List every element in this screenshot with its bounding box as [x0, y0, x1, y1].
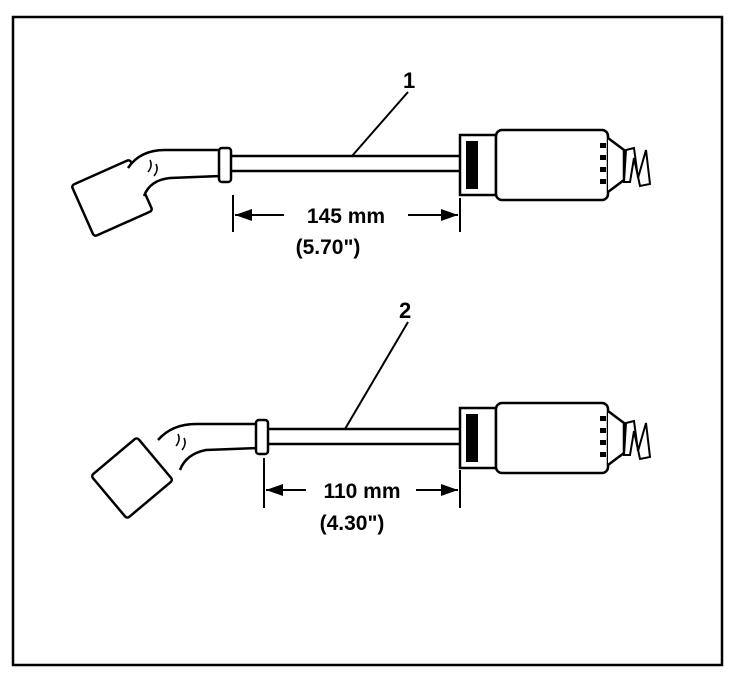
wire-collar-2: [254, 418, 270, 456]
dimension-2-metric: 110 mm: [323, 480, 400, 503]
wire-assembly-2: 2 110 mm (4.30"): [90, 298, 652, 535]
terminal-clip-2: [622, 419, 652, 461]
wire-assembly-1: 1 145 mm (5.70"): [71, 68, 652, 259]
terminal-clip-1: [622, 146, 652, 188]
callout-leader-1: [351, 91, 409, 157]
connector-body-2: [494, 401, 610, 475]
terminal-boot-2: [90, 437, 174, 519]
dimension-arrow-left-2-icon: [266, 484, 283, 496]
wire-collar-1: [217, 146, 233, 184]
dimension-2-imperial: (4.30"): [320, 512, 385, 535]
connector-body-1: [494, 128, 610, 202]
callout-2-label: 2: [399, 298, 411, 323]
dimension-arrow-right-2-icon: [441, 484, 458, 496]
diagram-border: [11, 15, 724, 667]
dimension-arrow-left-1-icon: [235, 209, 252, 221]
dimension-1-imperial: (5.70"): [296, 236, 361, 259]
callout-1-label: 1: [403, 68, 415, 93]
boot-elbow-2: [157, 422, 260, 471]
dimension-1-metric: 145 mm: [307, 205, 385, 228]
callout-leader-2: [344, 321, 409, 430]
boot-elbow-1: [126, 148, 222, 197]
dimension-arrow-right-1-icon: [441, 209, 458, 221]
